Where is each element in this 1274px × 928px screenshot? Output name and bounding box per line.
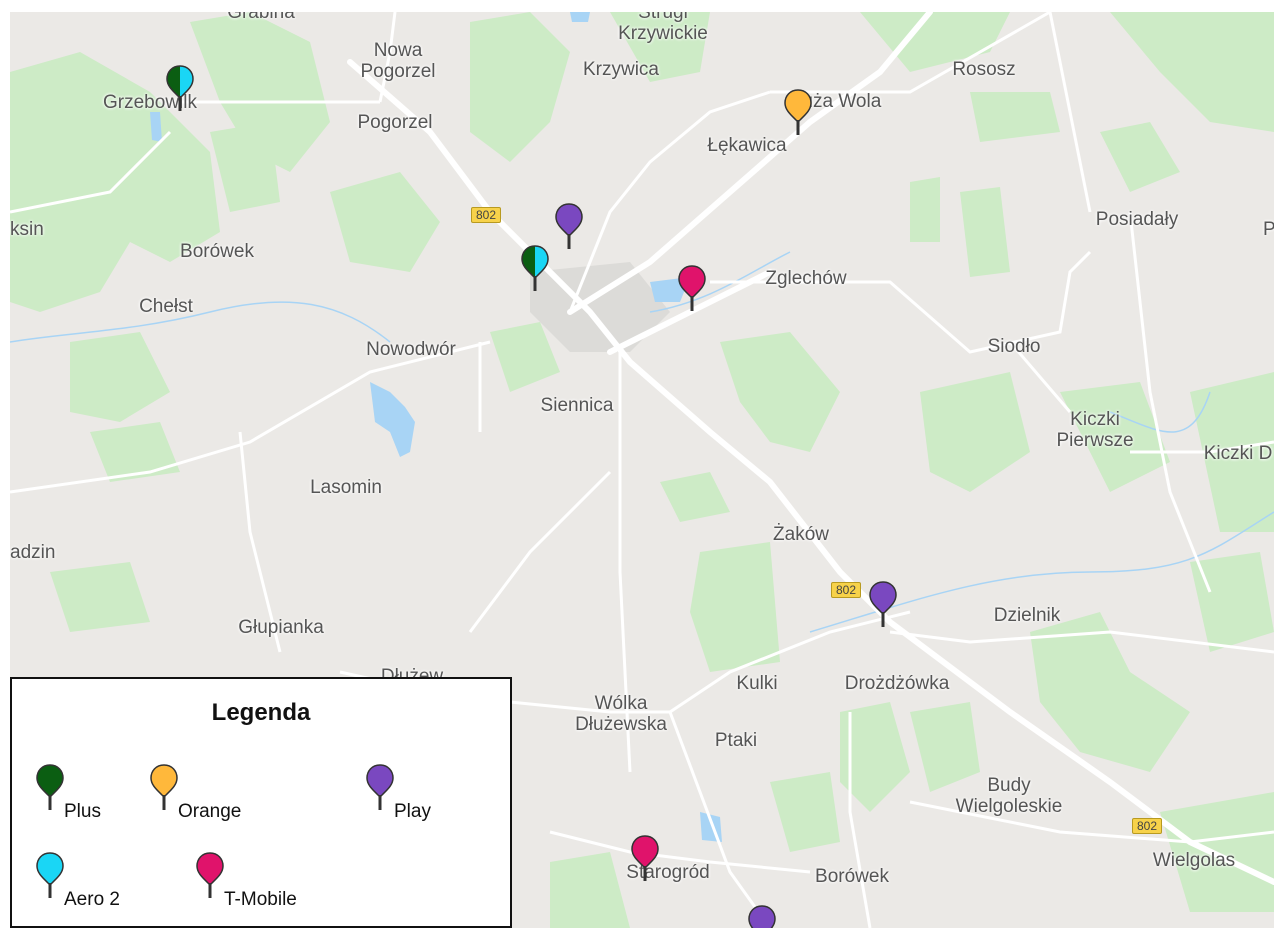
place-label-siodlo: Siodło [987, 336, 1041, 357]
place-label-nowodwor: Nowodwór [366, 339, 456, 360]
place-label-p-edge: P [1263, 219, 1274, 240]
map-pin-play-icon[interactable] [553, 202, 585, 250]
place-label-grabina: Grabina [227, 12, 295, 23]
legend-title: Legenda [211, 699, 311, 726]
legend-panel: Legenda Plus Orange Play Aero 2 T-Mobile [10, 677, 512, 928]
map-pin-tmobile-icon[interactable] [629, 834, 661, 882]
place-label-drozdzowka: Drożdżówka [844, 673, 950, 694]
place-label-kiczki-d: Kiczki D [1203, 443, 1273, 464]
place-label-siennica: Siennica [540, 395, 614, 416]
place-label-dzielnik: Dzielnik [993, 605, 1061, 626]
road-shield-s3: 802 [1132, 818, 1163, 834]
tmobile-pin-icon [194, 851, 226, 907]
orange-pin-icon [148, 763, 180, 819]
place-label-borowek2: Borówek [815, 866, 889, 887]
minor-roads [10, 12, 1274, 928]
forest-areas [10, 12, 1274, 928]
place-label-krzywica: Krzywica [582, 59, 660, 80]
place-label-duza-wola: Duża Wola [788, 91, 882, 112]
map-pin-tmobile-icon[interactable] [676, 264, 708, 312]
play-pin-icon [364, 763, 396, 819]
map-pin-play-icon[interactable] [746, 904, 778, 928]
legend-label: Plus [64, 801, 101, 822]
legend-label: Play [394, 801, 431, 822]
aero2-pin-icon [34, 851, 66, 907]
map-base [10, 12, 1274, 928]
place-label-rososz: Rososz [952, 59, 1016, 80]
place-label-adzin: adzin [10, 542, 56, 563]
plus-pin-icon [34, 763, 66, 819]
place-label-pogorzel: Pogorzel [357, 112, 433, 133]
road-shield-s1: 802 [471, 207, 502, 223]
place-label-wielgolas: Wielgolas [1152, 850, 1236, 871]
map-pin-plus-aero2-icon[interactable] [519, 244, 551, 292]
legend-label: Aero 2 [64, 889, 120, 910]
map-pin-play-icon[interactable] [867, 580, 899, 628]
place-label-lasomin: Lasomin [310, 477, 382, 498]
map-pin-orange-icon[interactable] [782, 88, 814, 136]
place-label-ksin: ksin [10, 219, 44, 240]
place-label-glupianka: Głupianka [238, 617, 324, 638]
legend-label: Orange [178, 801, 242, 822]
place-label-kulki: Kulki [736, 673, 778, 694]
place-label-chelst: Chełst [139, 296, 193, 317]
legend-label: T-Mobile [224, 889, 297, 910]
place-label-starogrod: Starogród [626, 862, 710, 883]
place-label-grzebowilk: Grzebowilk [103, 92, 197, 113]
map-pin-plus-aero2-icon[interactable] [164, 64, 196, 112]
place-label-posiadaly: Posiadały [1095, 209, 1179, 230]
place-label-zglechow: Zglechów [765, 268, 847, 289]
place-label-borowek1: Borówek [180, 241, 254, 262]
place-label-ptaki: Ptaki [714, 730, 758, 751]
road-shield-s2: 802 [831, 582, 862, 598]
place-label-zakow: Żaków [773, 524, 829, 545]
place-label-lekawica: Łękawica [707, 135, 787, 156]
